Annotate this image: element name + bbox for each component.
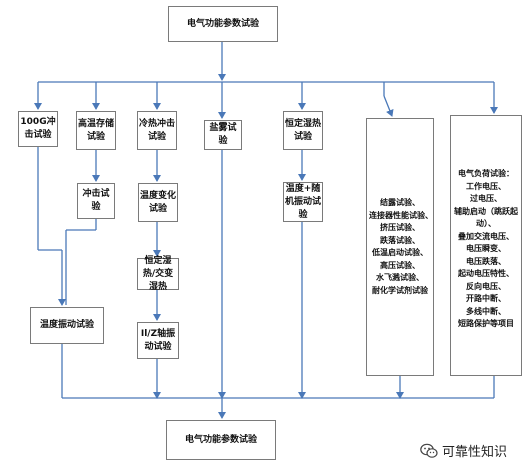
misc-test-item: 耐化学试剂试验: [372, 285, 428, 295]
watermark: 可靠性知识: [420, 441, 507, 460]
temp-random-vibration-box: 温度+随机振动试验: [283, 182, 323, 222]
high-temp-storage-label: 高温存储试验: [78, 118, 115, 142]
temperature-change-box: 温度变化试验: [138, 183, 178, 222]
salt-spray-box: 盐雾试验: [204, 120, 242, 150]
misc-test-item: 水飞溅试验、: [376, 273, 424, 282]
electrical-load-item: 动）、: [476, 219, 496, 228]
electrical-load-item: 短路保护等项目: [458, 319, 514, 328]
misc-test-item: 低温启动试验、: [372, 248, 428, 257]
top-electrical-function-test-box: 电气功能参数试验: [168, 6, 278, 42]
electrical-load-item: 反向电压、: [466, 281, 506, 291]
misc-test-item: 挤压试验、: [380, 223, 420, 232]
electrical-load-item: 叠加交流电压、: [458, 231, 514, 241]
watermark-text: 可靠性知识: [442, 445, 508, 460]
misc-test-item: 高压试验、: [380, 260, 420, 270]
temperature-vibration-box: 温度振动试验: [30, 307, 104, 344]
temp-random-vibration-label: 温度+随机振动试验: [285, 183, 322, 220]
shock-100g-box: 100G冲击试验: [18, 111, 58, 147]
damp-heat-label: 恒定湿热/交变湿热: [142, 255, 174, 292]
wechat-icon: [420, 443, 438, 458]
bottom-box-label: 电气功能参数试验: [184, 434, 257, 445]
top-box-label: 电气功能参数试验: [186, 18, 259, 29]
constant-damp-heat-label: 恒定湿热试验: [285, 118, 322, 142]
misc-test-item: 连接器性能试验、: [369, 210, 433, 220]
salt-spray-label: 盐雾试验: [209, 123, 237, 146]
electrical-load-item: 多线中断、: [466, 306, 506, 316]
electrical-load-item: 开路中断、: [466, 294, 506, 303]
electrical-load-item: 辅助启动（跳跃起: [454, 206, 518, 216]
damp-heat-box: 恒定湿热/交变湿热: [137, 256, 179, 292]
thermal-shock-label: 冷热冲击试验: [139, 118, 176, 142]
electrical-load-item: 工作电压、: [466, 181, 506, 191]
high-temp-storage-box: 高温存储试验: [76, 111, 116, 150]
misc-tests-list: 结露试验、 连接器性能试验、 挤压试验、 跌落试验、 低温启动试验、 高压试验、…: [366, 118, 434, 376]
axis-vibration-box: Il/Z轴振动试验: [137, 322, 179, 359]
electrical-load-item: 起动电压特性、: [458, 269, 514, 278]
bottom-electrical-function-test-box: 电气功能参数试验: [166, 420, 276, 460]
axis-vibration-label: Il/Z轴振动试验: [140, 328, 176, 352]
thermal-shock-box: 冷热冲击试验: [137, 111, 177, 150]
electrical-load-item: 电压跌落、: [466, 256, 506, 266]
electrical-load-tests-list: 电气负荷试验： 工作电压、 过电压、 辅助启动（跳跃起 动）、 叠加交流电压、 …: [450, 115, 522, 376]
shock-test-box: 冲击试验: [77, 183, 115, 219]
misc-test-item: 结露试验、: [380, 198, 420, 207]
shock-100g-label: 100G冲击试验: [20, 117, 56, 140]
temperature-vibration-label: 温度振动试验: [39, 320, 94, 330]
electrical-load-item: 电压瞬变、: [466, 244, 506, 253]
misc-test-item: 跌落试验、: [380, 235, 420, 245]
electrical-load-item: 过电压、: [470, 194, 502, 203]
electrical-load-item: 电气负荷试验：: [458, 169, 514, 178]
temperature-change-label: 温度变化试验: [140, 190, 177, 214]
shock-test-label: 冲击试验: [82, 189, 110, 212]
constant-damp-heat-box: 恒定湿热试验: [283, 111, 323, 150]
